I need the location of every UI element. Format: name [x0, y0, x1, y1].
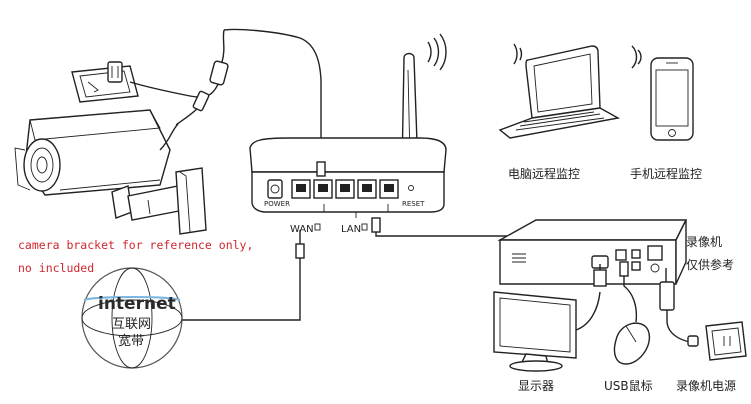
- router-reset-label: RESET: [402, 200, 425, 208]
- phone-remote-label: 手机远程监控: [630, 166, 702, 181]
- internet-globe: internet 互联网 宽带: [81, 267, 183, 369]
- nvr: [497, 219, 688, 285]
- bullet-camera: [14, 109, 179, 196]
- router: POWER RESET: [249, 33, 447, 218]
- camera-bracket: [111, 167, 207, 235]
- bracket-note-line2: no included: [18, 261, 94, 275]
- router-power-label: POWER: [264, 200, 290, 208]
- phone: [631, 45, 694, 141]
- wan-cable: [180, 230, 305, 321]
- wan-label: WAN: [290, 224, 314, 235]
- lan-port-icon: [361, 223, 368, 231]
- usb-mouse-label: USB鼠标: [604, 379, 653, 393]
- wall-socket: [71, 61, 139, 103]
- camera-network-plug: [316, 161, 326, 177]
- nvr-power-adapter: [659, 268, 747, 361]
- laptop: [498, 43, 621, 139]
- nvr-power-label: 录像机电源: [676, 379, 736, 393]
- usb-mouse: [613, 261, 651, 365]
- wan-port-icon: [314, 223, 321, 231]
- bracket-note-line1: camera bracket for reference only,: [18, 238, 253, 252]
- monitor: [493, 264, 607, 372]
- internet-zh-line2: 宽带: [118, 333, 144, 349]
- nvr-label-line2: 仅供参考: [686, 257, 734, 272]
- monitor-label: 显示器: [518, 379, 554, 393]
- lan-label: LAN: [341, 224, 361, 235]
- pc-remote-label: 电脑远程监控: [508, 166, 580, 181]
- nvr-label-line1: 录像机: [686, 235, 722, 249]
- internet-zh-line1: 互联网: [112, 317, 151, 332]
- internet-text: internet: [98, 294, 176, 314]
- camera-power-cable: [129, 28, 322, 170]
